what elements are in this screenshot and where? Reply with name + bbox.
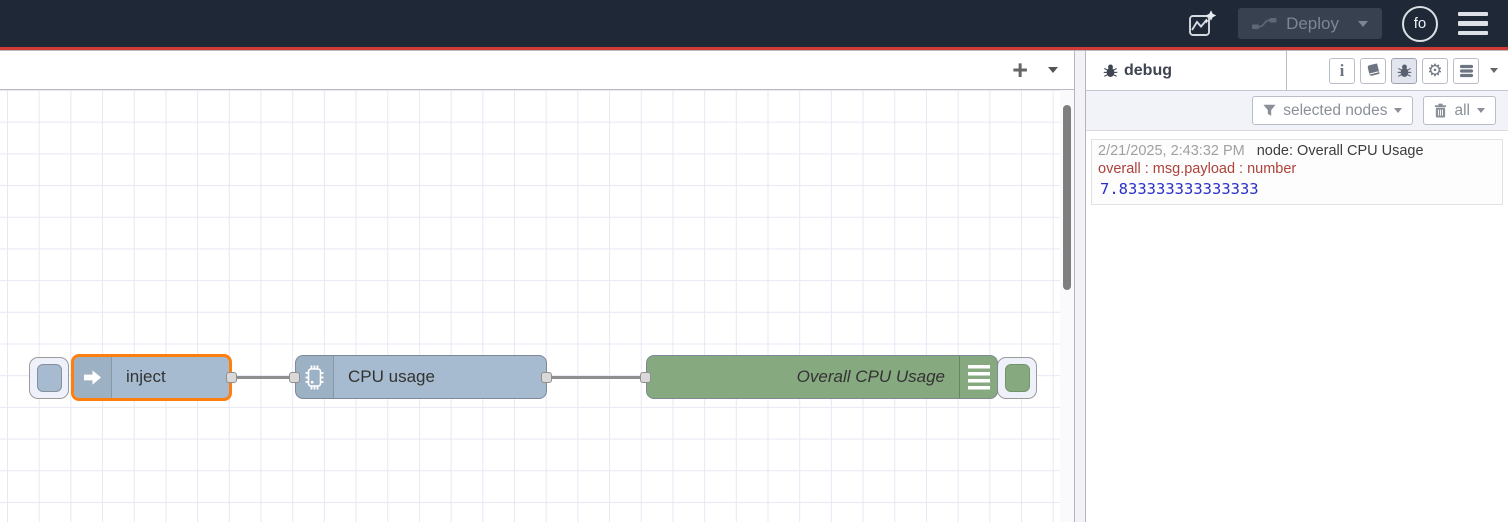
message-property: overall : msg.payload : number — [1098, 161, 1297, 177]
inject-output-port[interactable] — [226, 372, 237, 383]
config-nodes-tab-button[interactable]: ⚙ — [1422, 57, 1448, 84]
sidebar-tabbar: debug i — [1086, 51, 1508, 91]
book-icon — [1366, 63, 1381, 78]
tab-debug[interactable]: debug — [1091, 51, 1287, 90]
canvas-scrollbar-track — [1060, 90, 1074, 522]
gear-icon: ⚙ — [1427, 61, 1443, 80]
debug-clear-label: all — [1454, 101, 1470, 119]
debug-input-port[interactable] — [640, 372, 651, 383]
message-value: 7.833333333333333 — [1100, 180, 1259, 198]
flow-tabbar: + — [0, 51, 1074, 90]
workspace: + inject — [0, 51, 1074, 522]
debug-output-icon — [959, 356, 997, 398]
debug-toolbar: selected nodes all — [1086, 91, 1508, 131]
info-icon: i — [1339, 60, 1345, 80]
menu-icon[interactable] — [1458, 11, 1488, 36]
funnel-icon — [1263, 104, 1276, 117]
wire-cpu-to-debug[interactable] — [546, 376, 646, 379]
header-accent-line — [0, 47, 1508, 50]
context-data-tab-button[interactable] — [1453, 57, 1479, 84]
main-area: + inject — [0, 50, 1508, 522]
sidebar-menu-caret-icon[interactable] — [1490, 68, 1498, 73]
debug-filter-label: selected nodes — [1283, 101, 1388, 119]
debug-tab-button[interactable] — [1391, 57, 1417, 84]
node-label: CPU usage — [348, 367, 435, 386]
cpu-output-port[interactable] — [541, 372, 552, 383]
debug-message-list: 2/21/2025, 2:43:32 PM node: Overall CPU … — [1086, 131, 1508, 522]
add-flow-button[interactable]: + — [1012, 54, 1028, 85]
debug-filter-button[interactable]: selected nodes — [1252, 96, 1414, 125]
inject-trigger-button[interactable] — [29, 357, 69, 399]
tab-debug-label: debug — [1124, 61, 1172, 79]
user-avatar[interactable]: fo — [1402, 5, 1438, 42]
sidebar-tab-icons: i — [1287, 51, 1508, 90]
flow-canvas[interactable]: inject CPU — [0, 90, 1074, 522]
debug-message: 2/21/2025, 2:43:32 PM node: Overall CPU … — [1091, 139, 1503, 205]
help-tab-button[interactable] — [1360, 57, 1386, 84]
wire-inject-to-cpu[interactable] — [230, 376, 296, 379]
flow-sparkle-icon[interactable] — [1186, 8, 1218, 40]
node-label: Overall CPU Usage — [796, 367, 945, 386]
sidebar: debug i — [1086, 51, 1508, 522]
message-source-node: node: Overall CPU Usage — [1256, 143, 1424, 159]
flow-list-caret-icon[interactable] — [1048, 67, 1058, 73]
deploy-label: Deploy — [1286, 13, 1339, 33]
sidebar-splitter[interactable] — [1074, 51, 1086, 522]
inject-arrow-icon — [74, 356, 112, 398]
debug-toggle-button[interactable] — [997, 357, 1037, 399]
node-debug[interactable]: Overall CPU Usage — [646, 355, 998, 399]
bug-icon — [1397, 63, 1412, 78]
deploy-button[interactable]: Deploy — [1238, 8, 1382, 39]
trash-icon — [1434, 103, 1447, 118]
message-timestamp: 2/21/2025, 2:43:32 PM — [1098, 143, 1245, 159]
deploy-caret-icon[interactable] — [1358, 20, 1368, 27]
node-label: inject — [126, 367, 166, 386]
canvas-scrollbar-thumb[interactable] — [1063, 105, 1071, 290]
database-icon — [1459, 64, 1474, 78]
app-header: Deploy fo — [0, 0, 1508, 47]
clear-caret-icon — [1477, 108, 1485, 113]
node-inject[interactable]: inject — [71, 353, 232, 401]
cpu-chip-icon — [296, 356, 334, 398]
filter-caret-icon — [1394, 108, 1403, 113]
bug-icon — [1103, 63, 1118, 78]
debug-clear-button[interactable]: all — [1423, 96, 1496, 125]
deploy-icon — [1252, 17, 1277, 31]
avatar-initials: fo — [1413, 15, 1427, 32]
info-tab-button[interactable]: i — [1329, 57, 1355, 84]
node-cpu-usage[interactable]: CPU usage — [295, 355, 547, 399]
cpu-input-port[interactable] — [289, 372, 300, 383]
